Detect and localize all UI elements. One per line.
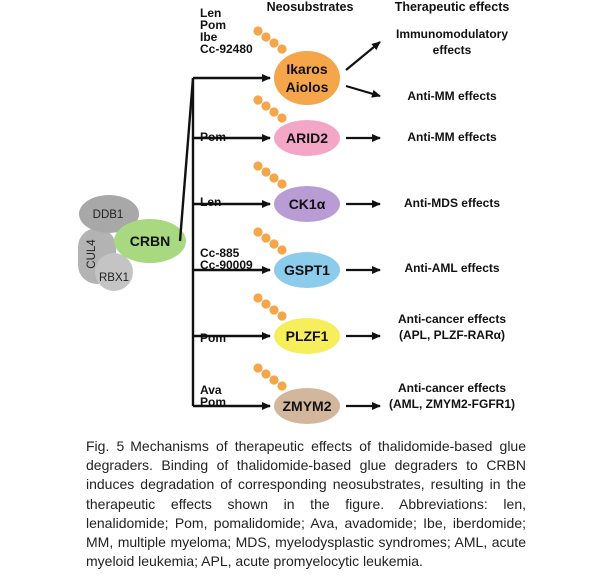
ubiquitin-bead: [277, 44, 287, 54]
effect-label: Immunomodulatory: [396, 27, 508, 41]
effect-arrow: [345, 41, 381, 71]
drug-label: Cc-92480: [200, 42, 253, 56]
drug-label: Pom: [200, 130, 226, 144]
ddb1-label: DDB1: [93, 209, 124, 221]
neosubstrate-rows: LenPomIbeCc-92480IkarosAiolosImmunomodul…: [193, 6, 515, 424]
neosubstrate-label: PLZF1: [286, 328, 329, 344]
neosubstrates-header: Neosubstrates: [267, 0, 354, 14]
neosubstrate-oval: [274, 318, 340, 354]
neosubstrate-oval: [274, 186, 340, 222]
ubiquitin-bead: [253, 227, 263, 237]
neosubstrate-label: ZMYM2: [283, 398, 332, 414]
effect-arrow: [345, 84, 381, 98]
effect-label: effects: [433, 43, 472, 57]
ubiquitin-bead: [253, 26, 263, 36]
ubiquitin-bead: [261, 32, 271, 42]
neosubstrate-oval: [274, 388, 340, 424]
neosubstrate-label: Ikaros: [286, 61, 327, 77]
ubiquitin-bead: [277, 381, 287, 391]
effect-label: Anti-cancer effects: [398, 312, 506, 326]
drug-label: Pom: [200, 331, 226, 345]
ubiquitin-bead: [261, 167, 271, 177]
crbn-connectors: [178, 77, 195, 406]
ubiquitin-bead: [277, 311, 287, 321]
ubiquitin-bead: [261, 299, 271, 309]
ubiquitin-bead: [277, 245, 287, 255]
effect-label: Anti-MM effects: [407, 130, 497, 144]
drug-label: Cc-885: [200, 246, 240, 260]
caption-text: Mechanisms of therapeutic effects of tha…: [86, 438, 527, 570]
ubiquitin-bead: [269, 38, 279, 48]
ubiquitin-bead: [277, 179, 287, 189]
degrader-mechanism-diagram: Neosubstrates Therapeutic effects DDB1 C…: [78, 0, 515, 424]
neosubstrate-label: ARID2: [286, 130, 328, 146]
drug-label: Ava: [200, 383, 222, 397]
neosubstrate-oval: [274, 51, 340, 105]
crbn-label: CRBN: [130, 233, 170, 249]
neosubstrate-row: Pom PLZF1 Anti-cancer effects (APL, PLZF-RA…: [193, 293, 506, 354]
ubiquitin-bead: [253, 363, 263, 373]
drug-label: Ibe: [200, 30, 218, 44]
rbx1-label: RBX1: [99, 272, 129, 284]
therapeutic-effects-header: Therapeutic effects: [395, 0, 510, 14]
ubiquitin-bead: [253, 161, 263, 171]
effect-label: Anti-cancer effects: [398, 381, 506, 395]
ubiquitin-bead: [261, 101, 271, 111]
effect-label: Anti-MDS effects: [404, 196, 500, 210]
neosubstrate-oval: [274, 120, 340, 156]
ubiquitin-bead: [269, 305, 279, 315]
trunk-upper: [178, 77, 195, 242]
ubiquitin-bead: [277, 113, 287, 123]
neosubstrate-label: Aiolos: [286, 79, 329, 95]
ubiquitin-bead: [253, 95, 263, 105]
drug-label: Len: [200, 195, 221, 209]
figure-label: Fig. 5: [86, 438, 125, 454]
neosubstrate-label: GSPT1: [284, 262, 330, 278]
crbn-shape: [114, 219, 186, 263]
effect-label: Anti-AML effects: [404, 261, 499, 275]
rbx1-shape: [95, 253, 133, 291]
drug-label: Len: [200, 6, 221, 20]
ubiquitin-bead: [261, 369, 271, 379]
neosubstrate-row: Len CK1α Anti-MDS effects: [193, 161, 500, 222]
effect-label: Anti-MM effects: [407, 89, 497, 103]
cul4-label: CUL4: [86, 239, 98, 269]
effect-label: (AML, ZMYM2-FGFR1): [389, 397, 515, 411]
drug-label: Pom: [200, 395, 226, 409]
ubiquitin-bead: [261, 233, 271, 243]
neosubstrate-row: Pom ARID2 Anti-MM effects: [193, 95, 497, 156]
ddb1-shape: [79, 195, 139, 233]
neosubstrate-label: CK1α: [289, 196, 326, 212]
neosubstrate-oval: [274, 252, 340, 288]
effect-label: (APL, PLZF-RARα): [399, 328, 505, 342]
ubiquitin-bead: [269, 107, 279, 117]
ubiquitin-bead: [269, 375, 279, 385]
ubiquitin-bead: [269, 173, 279, 183]
e3-ligase-complex: DDB1 CUL4 RBX1 CRBN: [78, 195, 186, 291]
ubiquitin-bead: [269, 239, 279, 249]
drug-label: Pom: [200, 18, 226, 32]
ubiquitin-bead: [253, 293, 263, 303]
drug-label: Cc-90009: [200, 258, 253, 272]
